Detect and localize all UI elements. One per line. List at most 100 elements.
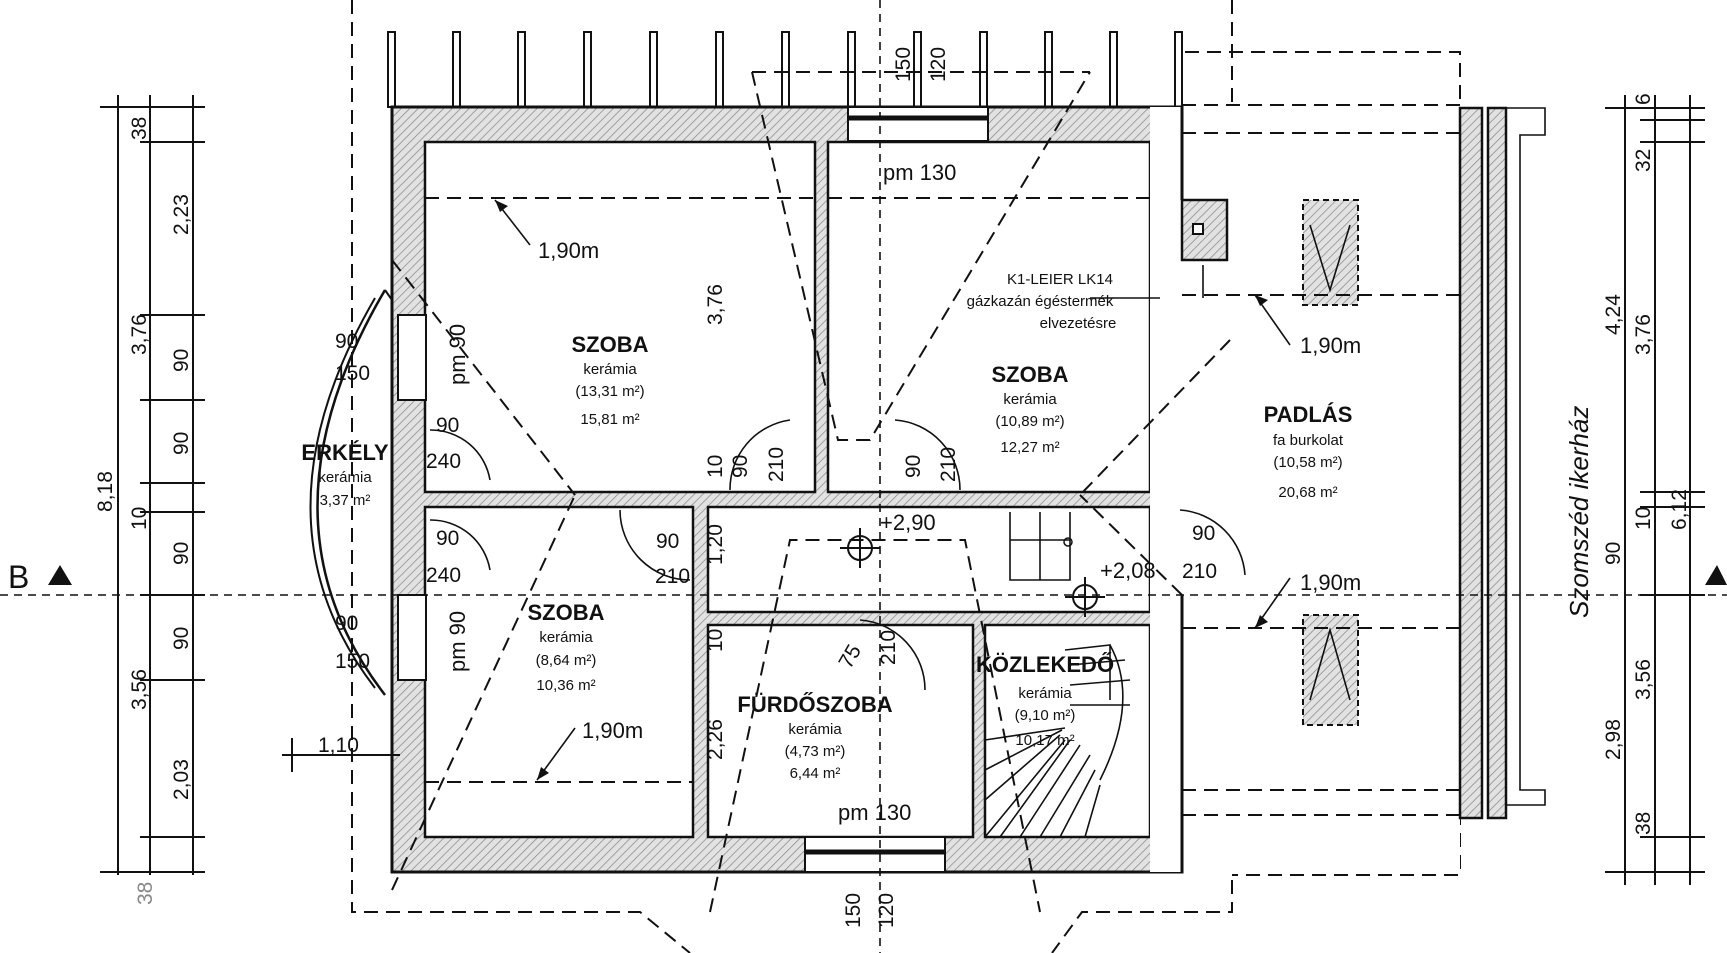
dim-110: 1,10 xyxy=(318,734,359,757)
dim-left-223: 2,23 xyxy=(170,194,193,235)
windows xyxy=(397,106,989,873)
dim-90-h: 90 xyxy=(902,455,925,478)
room-szoba-1 xyxy=(423,140,817,494)
dim-90-d: 90 xyxy=(335,612,358,635)
dim-90-a: 90 xyxy=(335,330,358,353)
dim-left-90d: 90 xyxy=(170,627,193,650)
szoba1-area: 15,81 m² xyxy=(580,411,639,428)
dim-right-424: 4,24 xyxy=(1602,294,1625,335)
erkely-name: ERKÉLY xyxy=(301,440,389,465)
level-290: +2,90 xyxy=(880,510,936,535)
room-furdoszoba xyxy=(706,623,975,839)
padlas-area: 20,68 m² xyxy=(1278,484,1337,501)
padlas-area-net: (10,58 m²) xyxy=(1273,454,1342,471)
dim-240-b: 240 xyxy=(426,564,461,587)
window-label-top: pm 130 xyxy=(883,160,956,185)
height-label-2: 1,90m xyxy=(1300,333,1361,358)
height-label-3: 1,90m xyxy=(1300,570,1361,595)
dim-210-c: 210 xyxy=(765,447,788,482)
dim-150-a: 150 xyxy=(335,362,370,385)
szoba1-floor: kerámia xyxy=(583,361,637,378)
dim-226: 2,26 xyxy=(704,719,727,760)
dim-left-203: 2,03 xyxy=(170,759,193,800)
door-swings xyxy=(429,419,1246,691)
chimney xyxy=(1180,198,1229,262)
dim-right-90: 90 xyxy=(1602,542,1625,565)
dim-left-90c: 90 xyxy=(170,542,193,565)
level-208: +2,08 xyxy=(1100,558,1156,583)
szoba3-name: SZOBA xyxy=(528,600,605,625)
dim-bot-150: 150 xyxy=(842,893,865,928)
section-marker xyxy=(48,565,1727,585)
dim-left-376: 3,76 xyxy=(128,314,151,355)
balcony xyxy=(309,289,393,696)
szoba2-floor: kerámia xyxy=(1003,391,1057,408)
dim-right-38: 38 xyxy=(1632,812,1655,835)
staircase xyxy=(984,512,1131,838)
dim-right-612: 6,12 xyxy=(1668,489,1691,530)
erkely-floor: kerámia xyxy=(318,469,372,486)
dim-10-b: 10 xyxy=(704,629,727,652)
szoba3-area: 10,36 m² xyxy=(536,677,595,694)
kozlekedo-name: KÖZLEKEDŐ xyxy=(976,652,1114,677)
dim-right-356: 3,56 xyxy=(1632,659,1655,700)
dim-right-376: 3,76 xyxy=(1632,314,1655,355)
dim-210-a: 210 xyxy=(655,565,690,588)
window-label-bottom: pm 130 xyxy=(838,800,911,825)
boiler-label-3: elvezetésre xyxy=(1040,315,1117,332)
dim-right-6: 6 xyxy=(1632,93,1655,105)
neighbor-label: Szomszéd ikerház xyxy=(1564,406,1594,618)
dim-90-e: 90 xyxy=(656,530,679,553)
erkely-area: 3,37 m² xyxy=(320,492,371,509)
left-dimension-chain xyxy=(100,95,205,875)
dim-left-90b: 90 xyxy=(170,432,193,455)
dim-90-b: 90 xyxy=(436,414,459,437)
dim-90-f: 90 xyxy=(1192,522,1215,545)
roof-ridges xyxy=(391,71,1231,913)
dim-left-38b: 38 xyxy=(134,882,157,905)
szoba3-area-net: (8,64 m²) xyxy=(536,652,597,669)
dim-90-c: 90 xyxy=(436,527,459,550)
dim-right-10: 10 xyxy=(1632,507,1655,530)
furdo-floor: kerámia xyxy=(788,721,842,738)
furdo-name: FÜRDŐSZOBA xyxy=(737,692,892,717)
dim-left-38a: 38 xyxy=(128,117,151,140)
furdo-area-net: (4,73 m²) xyxy=(785,743,846,760)
furdo-area: 6,44 m² xyxy=(790,765,841,782)
right-dimension-chain xyxy=(1605,95,1705,885)
dim-bot-120: 120 xyxy=(875,893,898,928)
padlas-name: PADLÁS xyxy=(1264,402,1353,427)
dim-240-a: 240 xyxy=(426,450,461,473)
dim-left-total: 8,18 xyxy=(94,471,117,512)
szoba2-area: 12,27 m² xyxy=(1000,439,1059,456)
dim-left-90a: 90 xyxy=(170,349,193,372)
walls xyxy=(390,105,1546,874)
padlas-floor: fa burkolat xyxy=(1273,432,1344,449)
kozlekedo-area-net: (9,10 m²) xyxy=(1015,707,1076,724)
dim-110 xyxy=(282,738,400,772)
kozlekedo-area: 10,17 m² xyxy=(1015,732,1074,749)
dim-210-d: 210 xyxy=(937,447,960,482)
neighbor-wall xyxy=(1458,106,1484,820)
level-markers xyxy=(840,528,1105,617)
section-letter: B xyxy=(8,559,29,595)
szoba2-name: SZOBA xyxy=(992,362,1069,387)
height-label-1: 1,90m xyxy=(538,238,599,263)
dim-210-b: 210 xyxy=(1182,560,1217,583)
rafters xyxy=(387,31,1183,108)
dim-left-356: 3,56 xyxy=(128,669,151,710)
dim-120: 1,20 xyxy=(704,524,727,565)
kozlekedo-floor: kerámia xyxy=(1018,685,1072,702)
height-label-4: 1,90m xyxy=(582,718,643,743)
skylights xyxy=(1302,199,1359,726)
dim-top-150: 150 xyxy=(892,47,915,82)
dim-right-32: 32 xyxy=(1632,149,1655,172)
dim-3-76: 3,76 xyxy=(704,284,727,325)
dim-right-298: 2,98 xyxy=(1602,719,1625,760)
dim-90-g: 90 xyxy=(729,455,752,478)
szoba3-floor: kerámia xyxy=(539,629,593,646)
dim-210-e: 210 xyxy=(877,630,900,665)
dim-150-b: 150 xyxy=(335,650,370,673)
